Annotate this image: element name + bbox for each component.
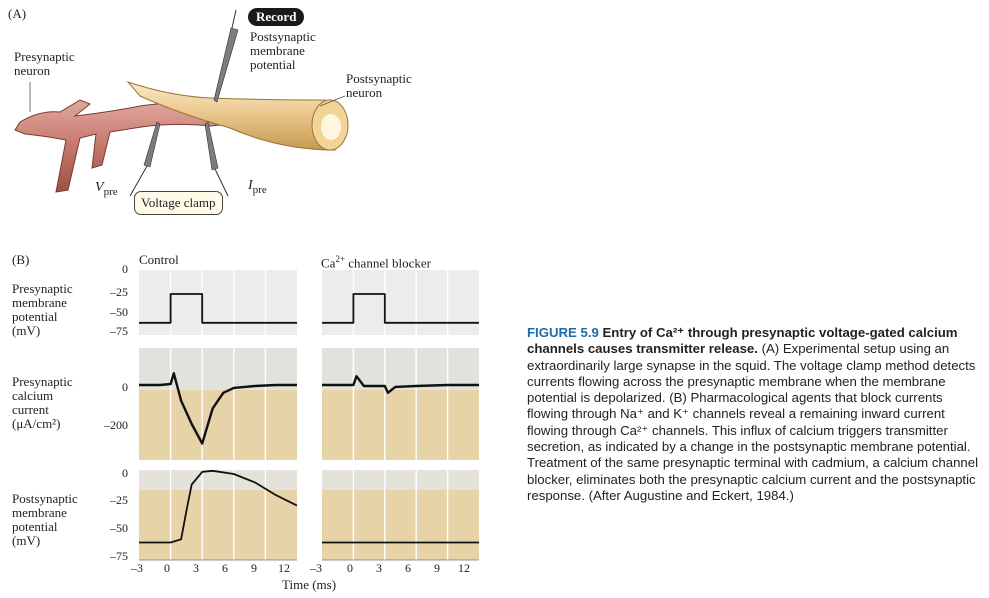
col-blocker-label: Ca2+ channel blocker xyxy=(321,254,431,271)
blocker-calcium-current-trace xyxy=(322,375,479,394)
row2-tick-200: –200 xyxy=(104,418,128,432)
control-potential-panel xyxy=(139,270,297,335)
blocker-current-panel-upper xyxy=(322,348,479,390)
row1-tick-25: –25 xyxy=(110,285,128,299)
control-current-panel-upper xyxy=(139,348,297,390)
panel-b-letter: (B) xyxy=(12,252,30,267)
control-presynaptic-potential-trace xyxy=(139,293,297,324)
row2-tick-0: 0 xyxy=(122,380,128,394)
voltage-clamp-box: Voltage clamp xyxy=(134,191,223,215)
panel-a-letter: (A) xyxy=(8,6,27,21)
postsynaptic-neuron-label: Postsynaptic neuron xyxy=(346,71,412,100)
postsynaptic-neuron-shape xyxy=(126,80,349,151)
x-tick-l-2: 3 xyxy=(193,561,199,575)
x-tick-r-3: 6 xyxy=(405,561,411,575)
x-tick-r-1: 0 xyxy=(347,561,353,575)
charts-svg xyxy=(139,270,479,561)
control-postsynaptic-potential-trace xyxy=(139,469,298,544)
blocker-potential-panel xyxy=(322,270,479,335)
x-tick-l-4: 9 xyxy=(251,561,257,575)
row3-tick-0: 0 xyxy=(122,466,128,480)
vpre-electrode xyxy=(129,121,161,197)
record-electrode xyxy=(213,9,239,103)
blocker-presynaptic-potential-trace xyxy=(322,293,479,324)
ipre-electrode xyxy=(204,121,229,197)
x-tick-l-3: 6 xyxy=(222,561,228,575)
x-tick-r-0: –3 xyxy=(310,561,322,575)
blocker-postsynaptic-panel-lower xyxy=(322,490,479,560)
caption-body: (A) Experimental setup using an extraord… xyxy=(527,341,979,503)
vpre-label: Vpre xyxy=(95,180,118,198)
x-axis-label: Time (ms) xyxy=(282,577,337,592)
x-tick-r-4: 9 xyxy=(434,561,440,575)
row3-tick-50: –50 xyxy=(110,521,128,535)
row3-tick-75: –75 xyxy=(110,549,128,563)
post-membrane-potential-label: Postsynaptic membrane potential xyxy=(250,29,316,72)
x-tick-r-5: 12 xyxy=(458,561,470,575)
row1-tick-50: –50 xyxy=(110,305,128,319)
x-tick-l-5: 12 xyxy=(278,561,290,575)
synapse-illustration xyxy=(14,9,349,197)
row1-tick-75: –75 xyxy=(110,324,128,338)
x-tick-l-1: 0 xyxy=(164,561,170,575)
record-label: Record xyxy=(248,8,305,26)
caption-figure-number: FIGURE 5.9 xyxy=(527,325,599,340)
presynaptic-neuron-label: Presynaptic neuron xyxy=(14,49,75,78)
row3-tick-25: –25 xyxy=(110,493,128,507)
ipre-label: Ipre xyxy=(248,178,267,196)
figure-caption: FIGURE 5.9 Entry of Ca²⁺ through presyna… xyxy=(527,325,979,504)
caption-title: Entry of Ca²⁺ through presynaptic voltag… xyxy=(527,325,958,357)
control-calcium-current-trace xyxy=(139,372,297,445)
col-control-label: Control xyxy=(139,252,179,267)
x-tick-l-0: –3 xyxy=(131,561,143,575)
row1-tick-0: 0 xyxy=(122,262,128,276)
x-tick-r-2: 3 xyxy=(376,561,382,575)
control-postsynaptic-panel-lower xyxy=(139,490,297,560)
